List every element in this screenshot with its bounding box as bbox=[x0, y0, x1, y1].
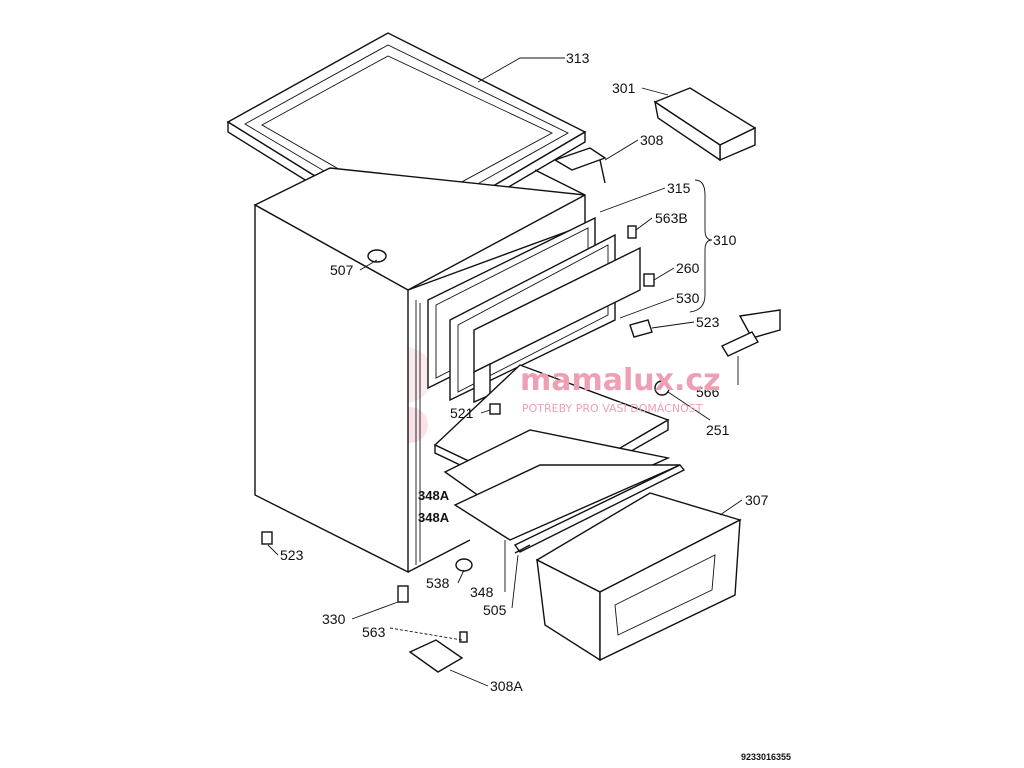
label-330: 330 bbox=[322, 611, 346, 627]
label-313: 313 bbox=[566, 50, 590, 66]
label-310: 310 bbox=[713, 232, 737, 248]
label-530: 530 bbox=[676, 290, 700, 306]
label-523: 523 bbox=[696, 314, 720, 330]
label-563b: 563B bbox=[655, 210, 688, 226]
label-566: 566 bbox=[696, 384, 720, 400]
label-507: 507 bbox=[330, 262, 354, 278]
label-348: 348 bbox=[470, 584, 494, 600]
watermark-brand: mamalux.cz bbox=[520, 363, 721, 398]
label-260: 260 bbox=[676, 260, 700, 276]
label-308: 308 bbox=[640, 132, 664, 148]
label-563: 563 bbox=[362, 624, 386, 640]
watermark-tagline: POTŘEBY PRO VAŠI DOMÁCNOST bbox=[522, 402, 703, 415]
label-538: 538 bbox=[426, 575, 450, 591]
label-521: 521 bbox=[450, 405, 474, 421]
small-parts bbox=[261, 87, 781, 673]
leader-lines bbox=[267, 57, 743, 687]
label-301: 301 bbox=[612, 80, 636, 96]
label-348a-lower: 348A bbox=[418, 510, 450, 525]
label-307: 307 bbox=[745, 492, 769, 508]
part-door-assembly-310 bbox=[427, 216, 641, 404]
watermark: mamalux.cz POTŘEBY PRO VAŠI DOMÁCNOST bbox=[520, 363, 721, 415]
label-348a-upper: 348A bbox=[418, 488, 450, 503]
part-cabinet bbox=[253, 167, 586, 574]
label-251: 251 bbox=[706, 422, 730, 438]
part-shelves-348 bbox=[433, 364, 686, 553]
label-523-foot: 523 bbox=[280, 547, 304, 563]
part-labels: 313 301 308 315 563B 310 260 530 523 566… bbox=[280, 50, 791, 762]
drawing-code: 9233016355 bbox=[741, 752, 791, 762]
label-505: 505 bbox=[483, 602, 507, 618]
label-308a: 308A bbox=[490, 678, 523, 694]
part-crisper-307 bbox=[535, 492, 742, 662]
label-315: 315 bbox=[667, 180, 691, 196]
